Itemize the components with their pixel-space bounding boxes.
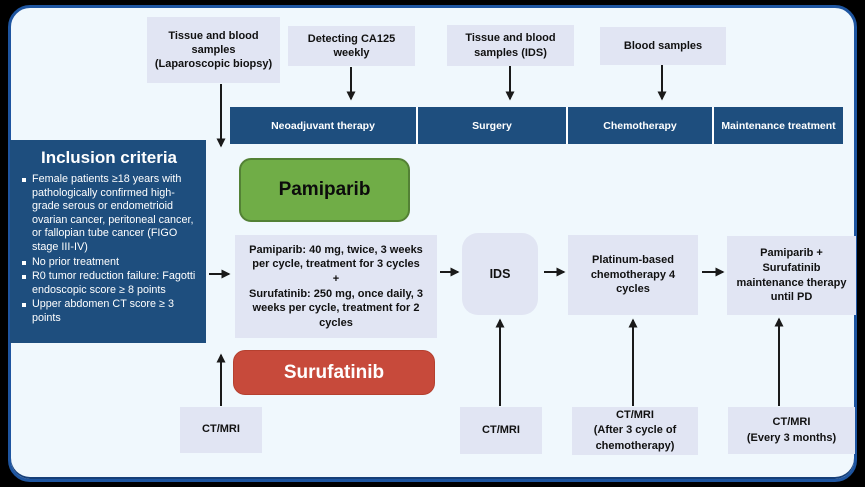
- phase-chemotherapy: Chemotherapy: [568, 107, 714, 144]
- criteria-text: Upper abdomen CT score ≥ 3 points: [32, 298, 174, 324]
- criteria-item: R0 tumor reduction failure: Fagotti endo…: [20, 270, 198, 297]
- criteria-item: Female patients ≥18 years with pathologi…: [20, 173, 198, 255]
- sample-box-laparoscopic-biopsy: Tissue and blood samples (Laparoscopic b…: [147, 17, 280, 83]
- bullet-icon: [22, 178, 26, 182]
- criteria-text: Female patients ≥18 years with pathologi…: [32, 173, 194, 253]
- platinum-chemo-text: Platinum-based chemotherapy 4 cycles: [590, 254, 676, 296]
- inclusion-criteria-panel: Inclusion criteria Female patients ≥18 y…: [10, 140, 206, 343]
- ctmri-box-every-3-months: CT/MRI (Every 3 months): [728, 407, 855, 454]
- bullet-icon: [22, 303, 26, 308]
- surufatinib-drug-box: Surufatinib: [233, 350, 435, 395]
- sample-box-label: Tissue and blood samples (Laparoscopic b…: [154, 29, 273, 71]
- sample-box-label: Detecting CA125 weekly: [307, 32, 396, 59]
- ctmri-label: CT/MRI (After 3 cycle of chemotherapy): [593, 409, 677, 452]
- inclusion-criteria-title: Inclusion criteria: [40, 148, 178, 167]
- regimen-box: Pamiparib: 40 mg, twice, 3 weeks per cyc…: [235, 235, 437, 338]
- phase-banner: Neoadjuvant therapy Surgery Chemotherapy…: [230, 107, 843, 144]
- sample-box-label: Blood samples: [623, 39, 703, 52]
- sample-box-ids: Tissue and blood samples (IDS): [447, 25, 574, 66]
- criteria-text: No prior treatment: [32, 255, 120, 268]
- criteria-item: No prior treatment: [20, 256, 198, 270]
- sample-box-ca125: Detecting CA125 weekly: [288, 26, 415, 66]
- sample-box-blood: Blood samples: [600, 27, 726, 65]
- maintenance-therapy-text: Pamiparib + Surufatinib maintenance ther…: [736, 247, 847, 304]
- ctmri-box-after-chemo: CT/MRI (After 3 cycle of chemotherapy): [572, 407, 698, 455]
- ctmri-box-pre-ids: CT/MRI: [460, 407, 542, 454]
- regimen-text: Pamiparib: 40 mg, twice, 3 weeks per cyc…: [248, 243, 423, 329]
- bullet-icon: [22, 275, 26, 280]
- phase-maintenance: Maintenance treatment: [721, 119, 836, 132]
- surufatinib-label: Surufatinib: [283, 361, 385, 383]
- sample-box-label: Tissue and blood samples (IDS): [465, 32, 556, 59]
- platinum-chemo-box: Platinum-based chemotherapy 4 cycles: [568, 235, 698, 315]
- ctmri-label: CT/MRI: [482, 423, 520, 436]
- ctmri-label: CT/MRI: [202, 423, 240, 436]
- criteria-text: R0 tumor reduction failure: Fagotti endo…: [32, 270, 196, 296]
- pamiparib-label: Pamiparib: [278, 179, 371, 200]
- phase-surgery: Surgery: [418, 107, 568, 144]
- criteria-item: Upper abdomen CT score ≥ 3 points: [20, 298, 198, 325]
- ctmri-label: CT/MRI (Every 3 months): [746, 416, 837, 444]
- ids-box: IDS: [462, 233, 538, 315]
- pamiparib-drug-box: Pamiparib: [239, 158, 410, 222]
- maintenance-therapy-box: Pamiparib + Surufatinib maintenance ther…: [727, 236, 856, 315]
- ids-label: IDS: [489, 267, 511, 281]
- ctmri-box-baseline: CT/MRI: [180, 407, 262, 453]
- phase-neoadjuvant: Neoadjuvant therapy: [230, 107, 418, 144]
- bullet-icon: [22, 260, 26, 265]
